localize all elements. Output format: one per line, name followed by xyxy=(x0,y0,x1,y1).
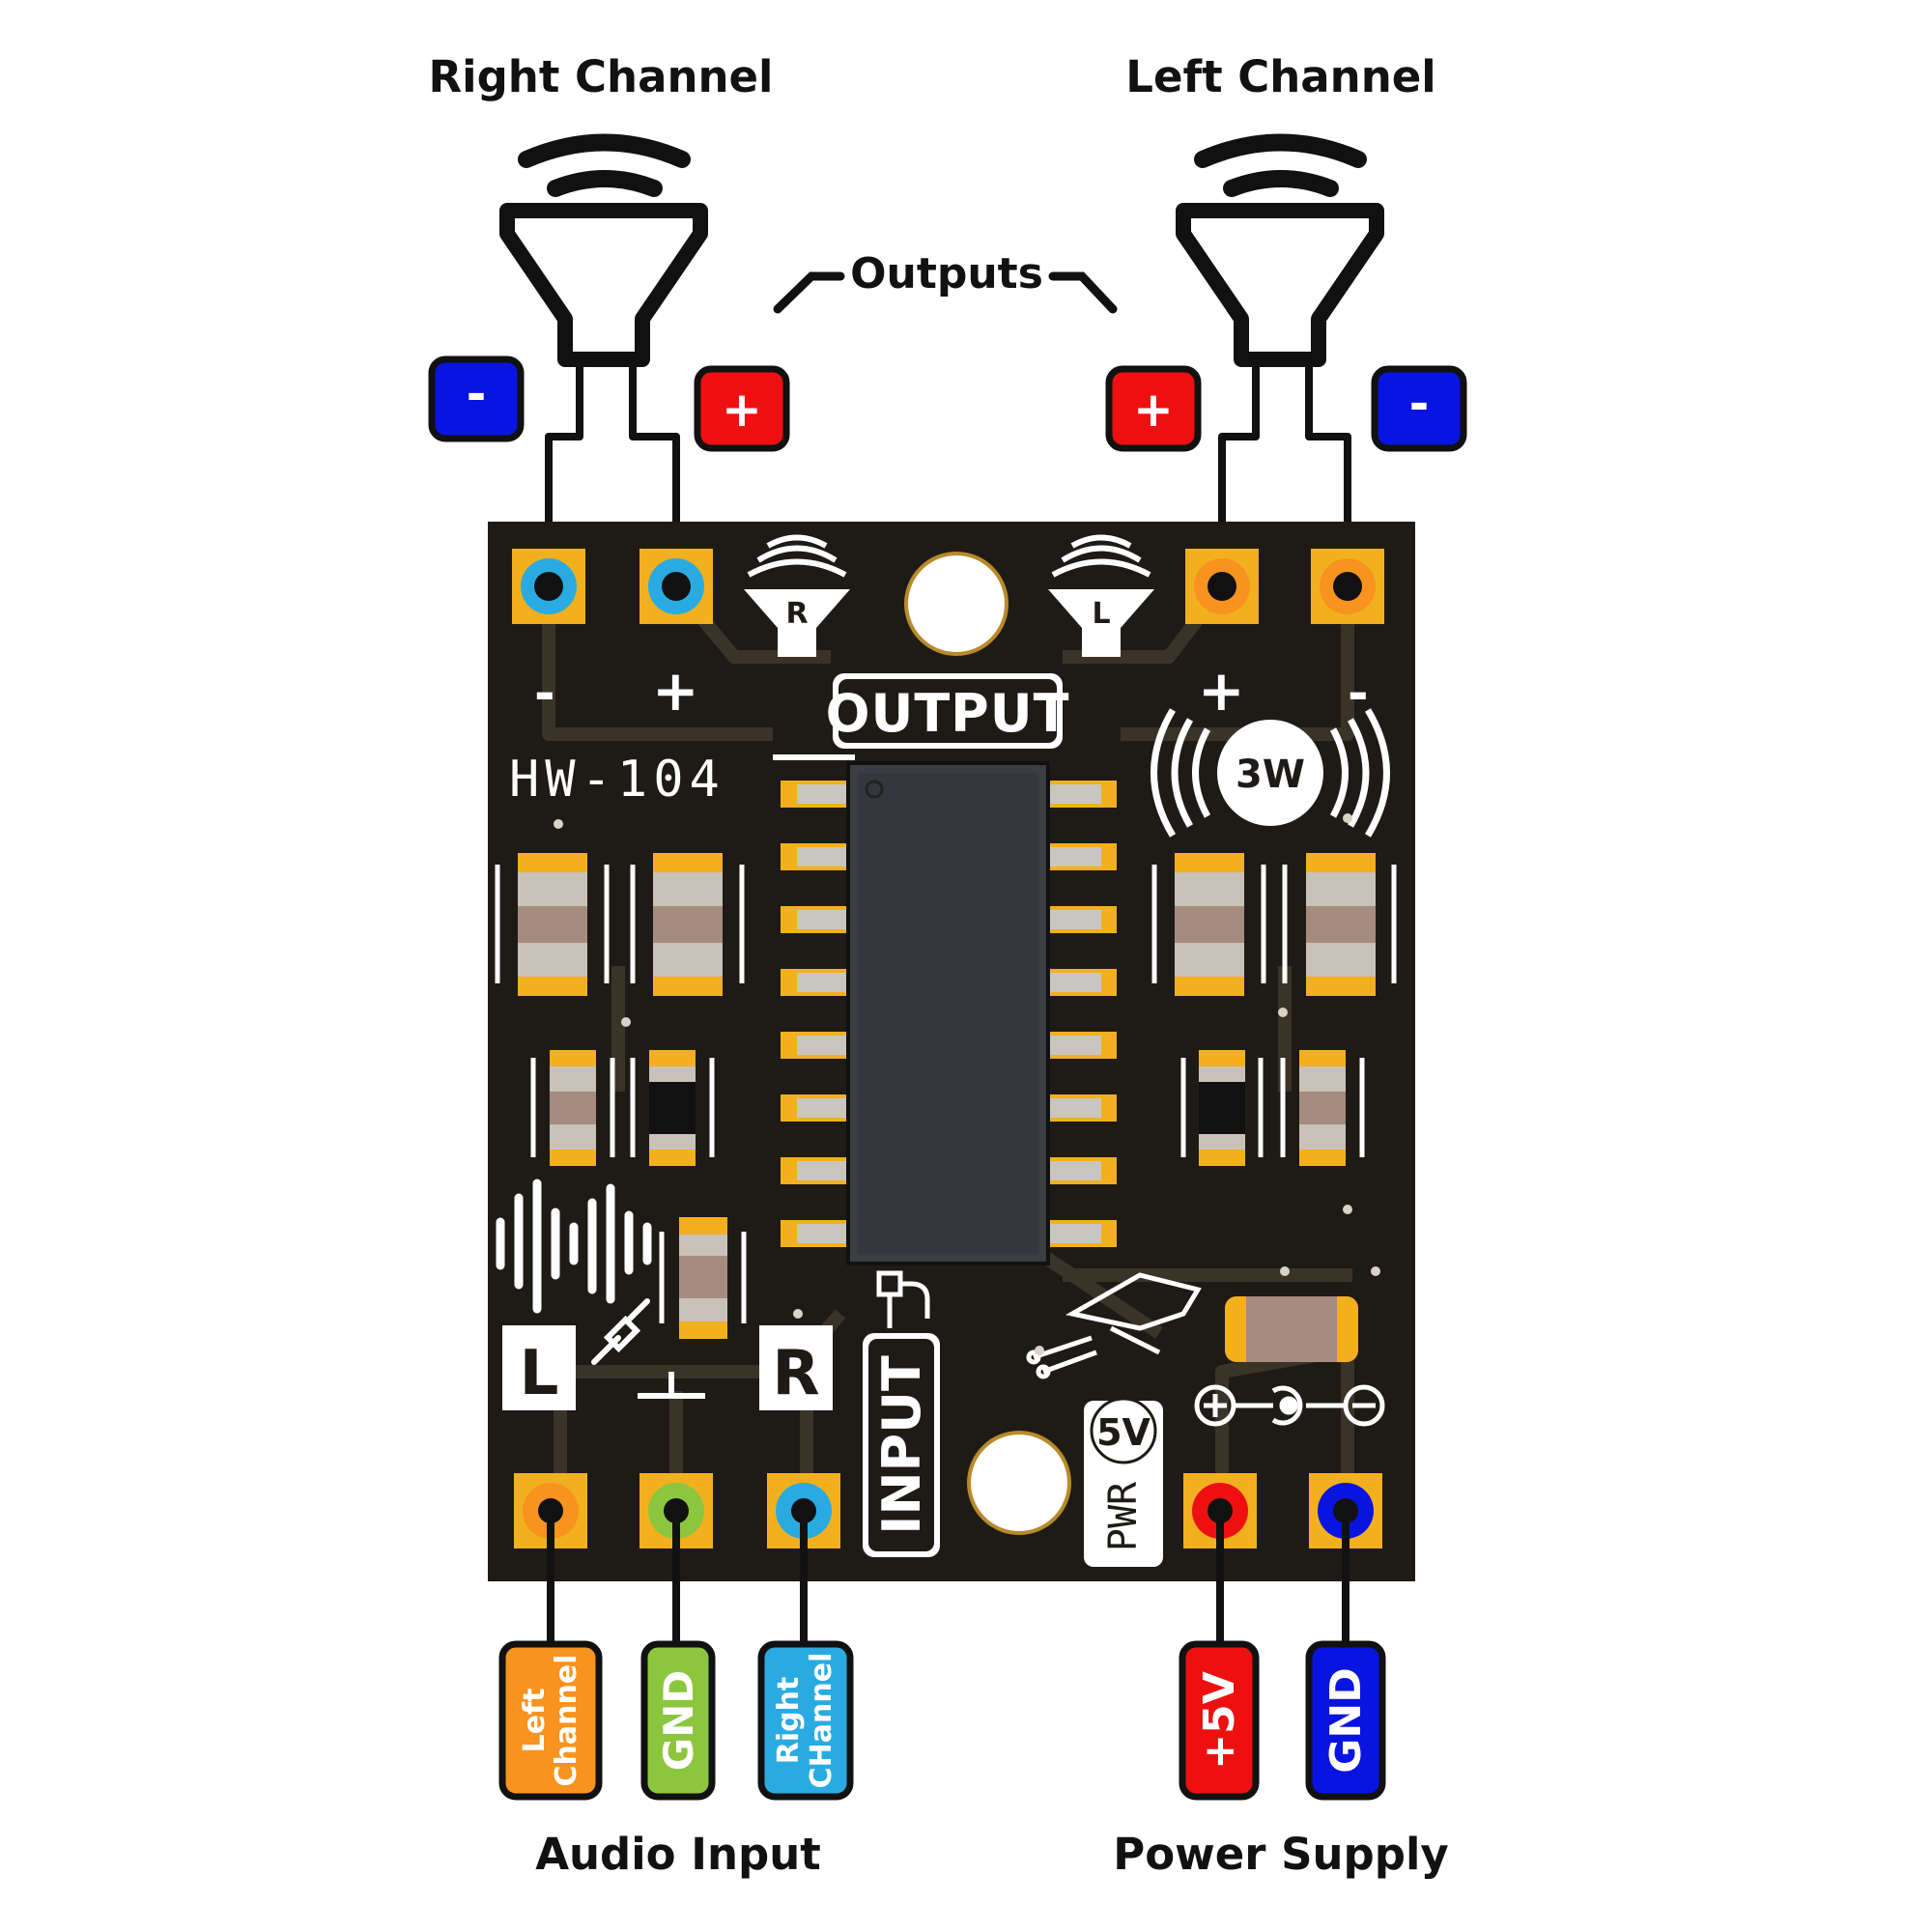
power-rating-badge: 3W xyxy=(1151,708,1390,838)
svg-text:3W: 3W xyxy=(1236,753,1305,797)
input-l-label: L xyxy=(502,1325,576,1410)
svg-text:L: L xyxy=(1092,597,1110,631)
audio-waveform-icon xyxy=(496,1179,652,1314)
svg-text:PWR: PWR xyxy=(1101,1481,1146,1551)
resistor-r1 xyxy=(530,1050,615,1166)
capacitor-c4 xyxy=(1282,853,1397,996)
resistor-r5 xyxy=(659,1217,747,1339)
svg-text:OUTPUT: OUTPUT xyxy=(826,683,1070,744)
speaker-l-silk-icon: L xyxy=(1048,534,1154,657)
audio-jack-icon xyxy=(591,1298,650,1365)
right-channel-title: Right Channel xyxy=(429,51,774,102)
svg-text:-: - xyxy=(1409,376,1430,432)
pin-tag-right-channel: Right CHannel xyxy=(757,1640,854,1801)
pcb-vias xyxy=(554,813,1380,1355)
power-capacitor xyxy=(1225,1296,1358,1362)
board-model-label: HW-104 xyxy=(509,751,725,809)
right-minus-terminal-badge: - xyxy=(428,355,525,442)
pin-tag-plus5v: +5V xyxy=(1179,1640,1260,1801)
svg-text:-: - xyxy=(467,366,487,422)
svg-text:+5V: +5V xyxy=(1195,1671,1244,1770)
silk-left-minus: - xyxy=(1348,665,1369,723)
silk-right-plus: + xyxy=(652,658,699,724)
capacitor-c1 xyxy=(495,853,610,996)
svg-text:GND: GND xyxy=(655,1670,702,1772)
audio-input-title: Audio Input xyxy=(535,1829,821,1880)
bottom-wires xyxy=(547,1511,1350,1647)
left-minus-terminal-badge: - xyxy=(1371,365,1467,452)
svg-text:Channel: Channel xyxy=(550,1655,583,1787)
connector-plug-icon xyxy=(876,1270,930,1328)
input-r-label: R xyxy=(759,1325,833,1410)
svg-text:+: + xyxy=(722,382,762,438)
input-stamp: INPUT xyxy=(863,1333,940,1557)
svg-text:Left: Left xyxy=(518,1689,552,1753)
resistor-r4 xyxy=(1280,1050,1365,1166)
svg-text:L: L xyxy=(520,1338,559,1409)
speaker-r-silk-icon: R xyxy=(744,534,850,657)
resistor-r3 xyxy=(1180,1050,1264,1166)
ground-symbol-icon xyxy=(638,1372,705,1399)
outputs-label: Outputs xyxy=(850,249,1043,298)
polarity-symbol-icon xyxy=(1194,1384,1385,1427)
svg-text:GND: GND xyxy=(1321,1667,1371,1773)
dc-jack-illustration-icon xyxy=(1026,1272,1202,1379)
svg-text:INPUT: INPUT xyxy=(871,1355,932,1535)
pin-tag-left-channel: Left Channel xyxy=(498,1640,603,1801)
capacitor-c3 xyxy=(1151,853,1266,996)
outputs-bracket xyxy=(773,271,1118,314)
power-supply-title: Power Supply xyxy=(1113,1829,1448,1880)
pin-tag-gnd-power: GND xyxy=(1305,1640,1386,1801)
left-speaker-icon xyxy=(1176,133,1384,583)
svg-text:Right: Right xyxy=(772,1677,806,1765)
output-stamp: OUTPUT xyxy=(826,673,1070,749)
amplifier-ic xyxy=(781,761,1117,1265)
right-plus-terminal-badge: + xyxy=(694,365,790,452)
svg-text:CHannel: CHannel xyxy=(805,1653,838,1789)
left-channel-title: Left Channel xyxy=(1125,51,1435,102)
pin-tag-gnd-audio: GND xyxy=(640,1640,716,1801)
silk-right-minus: - xyxy=(534,665,555,723)
svg-text:+: + xyxy=(1133,382,1174,438)
resistor-r2 xyxy=(630,1050,715,1166)
svg-text:R: R xyxy=(772,1338,819,1409)
svg-text:R: R xyxy=(785,597,808,631)
right-speaker-icon xyxy=(499,133,708,583)
ic-pin-legs xyxy=(797,784,1101,1243)
left-plus-terminal-badge: + xyxy=(1105,365,1202,452)
mounting-hole-bottom xyxy=(967,1431,1071,1535)
pwr-label: 5V PWR xyxy=(1084,1397,1163,1567)
mounting-hole-top xyxy=(904,552,1009,656)
silk-left-plus: + xyxy=(1198,658,1245,724)
capacitor-c2 xyxy=(630,853,745,996)
svg-text:5V: 5V xyxy=(1096,1411,1151,1454)
